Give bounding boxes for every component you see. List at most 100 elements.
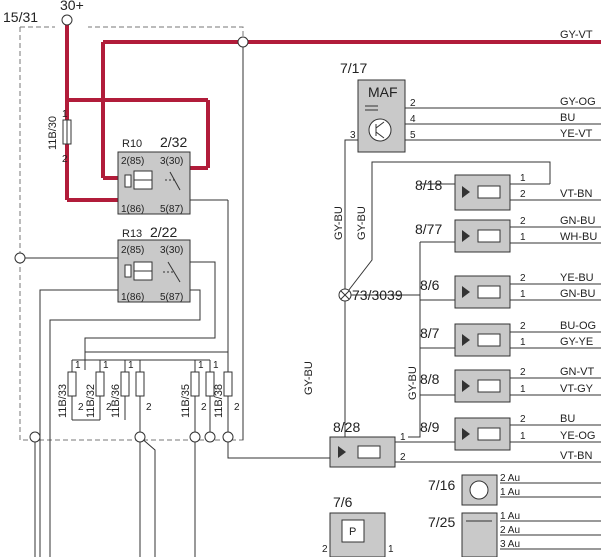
svg-text:1: 1 <box>198 360 204 371</box>
node-top-right <box>237 36 249 48</box>
svg-text:1: 1 <box>400 432 406 443</box>
svg-text:2: 2 <box>520 367 526 378</box>
svg-text:2: 2 <box>520 321 526 332</box>
svg-text:8/9: 8/9 <box>420 419 440 435</box>
svg-text:3: 3 <box>350 130 356 141</box>
relay-r13 <box>117 239 191 303</box>
svg-text:2(85): 2(85) <box>121 156 144 167</box>
svg-text:BU: BU <box>560 112 575 124</box>
svg-text:8/28: 8/28 <box>333 419 360 435</box>
svg-text:11B/38: 11B/38 <box>213 384 225 418</box>
svg-text:GN-BU: GN-BU <box>560 288 596 300</box>
svg-text:GY-BU: GY-BU <box>333 206 345 240</box>
svg-text:7/16: 7/16 <box>428 477 455 493</box>
svg-text:1 Au: 1 Au <box>500 487 520 498</box>
sensor-76 <box>329 512 386 557</box>
svg-text:4: 4 <box>410 114 416 125</box>
label-r13-ref: 2/22 <box>150 224 177 240</box>
fuse-labels: 11B/33 11B/32 11B/36 11B/35 11B/38 1 1 1… <box>57 360 240 418</box>
svg-text:3 Au: 3 Au <box>500 539 520 550</box>
svg-text:1: 1 <box>520 337 526 348</box>
svg-text:2: 2 <box>410 98 416 109</box>
svg-text:3(30): 3(30) <box>160 156 183 167</box>
label-fuse-11b30: 11B/30 <box>47 116 59 150</box>
svg-text:8/7: 8/7 <box>420 325 440 341</box>
svg-text:BU-OG: BU-OG <box>560 320 596 332</box>
svg-text:8/77: 8/77 <box>415 221 442 237</box>
label-r13: R13 <box>122 228 142 240</box>
svg-text:WH-BU: WH-BU <box>560 231 597 243</box>
svg-text:2: 2 <box>201 402 207 413</box>
svg-text:7/6: 7/6 <box>333 494 353 510</box>
svg-text:2: 2 <box>520 216 526 227</box>
svg-text:2: 2 <box>146 402 152 413</box>
svg-text:2(85): 2(85) <box>121 245 144 256</box>
svg-text:11B/36: 11B/36 <box>110 384 122 418</box>
svg-text:11B/33: 11B/33 <box>57 384 69 418</box>
label-30plus: 30+ <box>60 0 84 13</box>
svg-text:2: 2 <box>62 154 68 165</box>
svg-text:11B/32: 11B/32 <box>85 384 97 418</box>
maf-sensor <box>357 79 406 153</box>
svg-text:5(87): 5(87) <box>160 292 183 303</box>
svg-text:1: 1 <box>520 173 526 184</box>
svg-text:GY-OG: GY-OG <box>560 96 596 108</box>
svg-text:YE-OG: YE-OG <box>560 430 595 442</box>
svg-text:1(86): 1(86) <box>121 292 144 303</box>
svg-text:1: 1 <box>213 360 219 371</box>
label-r10-ref: 2/32 <box>160 134 187 150</box>
wire-gy-vt: GY-VT <box>560 29 593 41</box>
svg-text:1: 1 <box>520 384 526 395</box>
svg-text:1: 1 <box>520 289 526 300</box>
svg-text:7/25: 7/25 <box>428 514 455 530</box>
svg-text:GN-BU: GN-BU <box>560 215 596 227</box>
svg-text:VT-GY: VT-GY <box>560 383 594 395</box>
svg-text:1: 1 <box>520 232 526 243</box>
svg-text:2: 2 <box>234 402 240 413</box>
svg-text:5: 5 <box>410 130 416 141</box>
label-splice: 73/3039 <box>352 287 403 303</box>
injector-pin-numbers: 1 2 2 1 2 1 2 1 2 1 2 1 1 2 <box>400 173 526 463</box>
svg-text:P: P <box>349 526 356 538</box>
svg-text:2: 2 <box>106 402 112 413</box>
svg-text:2: 2 <box>520 273 526 284</box>
svg-text:2: 2 <box>520 189 526 200</box>
svg-text:YE-VT: YE-VT <box>560 128 593 140</box>
fuse-row <box>67 371 233 397</box>
sensor-716 <box>461 474 498 506</box>
svg-text:BU: BU <box>560 413 575 425</box>
svg-text:11B/35: 11B/35 <box>180 384 192 418</box>
svg-text:GN-VT: GN-VT <box>560 366 595 378</box>
sensor-725 <box>461 512 498 557</box>
svg-text:2: 2 <box>400 452 406 463</box>
svg-text:GY-YE: GY-YE <box>560 336 593 348</box>
svg-text:GY-BU: GY-BU <box>407 366 419 400</box>
relay-r10 <box>117 151 191 215</box>
svg-text:1 Au: 1 Au <box>500 511 520 522</box>
svg-text:8/8: 8/8 <box>420 371 440 387</box>
junction-nodes <box>14 14 352 443</box>
svg-text:5(87): 5(87) <box>160 204 183 215</box>
label-15-31: 15/31 <box>3 9 38 25</box>
svg-text:2: 2 <box>322 544 328 555</box>
svg-text:8/6: 8/6 <box>420 277 440 293</box>
svg-text:2: 2 <box>78 402 84 413</box>
signal-wires <box>20 42 601 557</box>
svg-text:2 Au: 2 Au <box>500 473 520 484</box>
svg-text:1: 1 <box>520 431 526 442</box>
injector-symbols <box>357 185 501 459</box>
svg-text:GY-BU: GY-BU <box>303 361 315 395</box>
svg-text:1: 1 <box>75 360 81 371</box>
svg-text:GY-BU: GY-BU <box>356 206 368 240</box>
svg-text:YE-BU: YE-BU <box>560 272 594 284</box>
svg-text:3(30): 3(30) <box>160 245 183 256</box>
svg-text:1(86): 1(86) <box>121 204 144 215</box>
svg-text:1: 1 <box>128 360 134 371</box>
svg-text:VT-BN: VT-BN <box>560 450 592 462</box>
label-maf: MAF <box>368 84 398 100</box>
injector-valves <box>338 186 470 458</box>
label-r10: R10 <box>122 138 142 150</box>
node-30plus <box>61 14 73 26</box>
svg-text:2: 2 <box>520 414 526 425</box>
